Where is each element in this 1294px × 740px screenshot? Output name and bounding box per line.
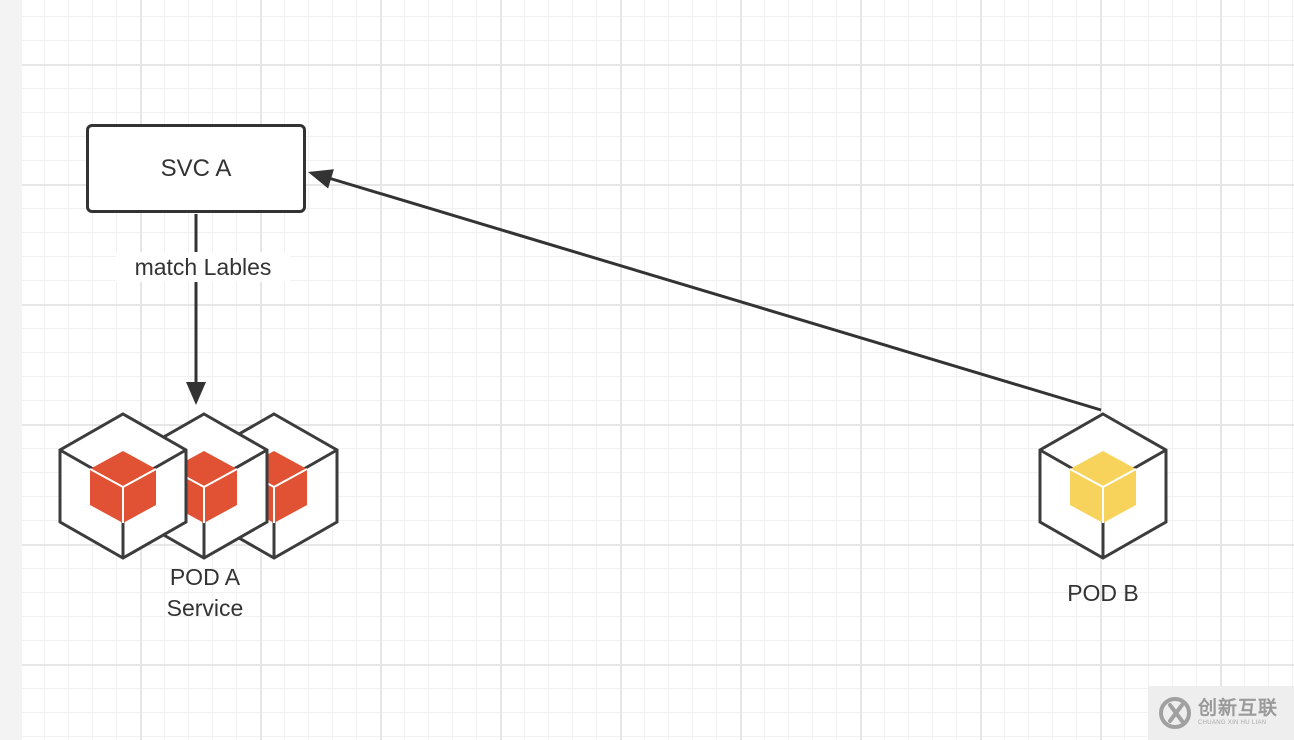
logo-icon: [1159, 697, 1191, 729]
edge-label-match-labels: match Lables: [116, 252, 290, 282]
pod-b-cube[interactable]: [1038, 412, 1168, 560]
watermark-text: 创新互联: [1198, 698, 1279, 719]
pod-a-label-line1: POD A: [169, 564, 241, 590]
svc-a-label: SVC A: [160, 154, 232, 182]
edge-pod-b-to-svc-a[interactable]: [311, 171, 1102, 412]
pod-a-label-line2: Service: [166, 595, 244, 621]
svc-a-node[interactable]: SVC A: [86, 124, 306, 213]
diagram-canvas: [22, 0, 1294, 740]
watermark-subtext: CHUANG XIN HU LIAN: [1198, 720, 1267, 726]
arrowhead-svc-a: [308, 169, 334, 189]
arrowhead-pod-a: [186, 382, 206, 405]
pod-a-cube-1[interactable]: [58, 412, 188, 560]
pod-b-label: POD B: [1067, 580, 1139, 606]
watermark: 创新互联 CHUANG XIN HU LIAN: [1148, 686, 1294, 740]
